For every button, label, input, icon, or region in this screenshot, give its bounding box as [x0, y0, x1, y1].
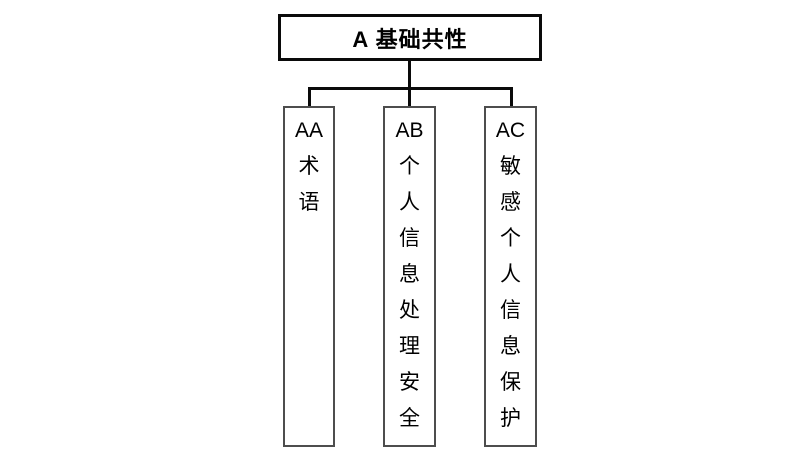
- child-node-ab: AB 个 人 信 息 处 理 安 全: [383, 106, 436, 447]
- connector-drop-aa: [308, 88, 311, 107]
- root-node-a: A 基础共性: [278, 14, 542, 61]
- child-node-aa: AA 术 语: [283, 106, 335, 447]
- connector-drop-ac: [510, 88, 513, 107]
- connector-drop-ab: [408, 88, 411, 107]
- child-node-ac: AC 敏 感 个 人 信 息 保 护: [484, 106, 537, 447]
- connector-root-stem: [408, 59, 411, 88]
